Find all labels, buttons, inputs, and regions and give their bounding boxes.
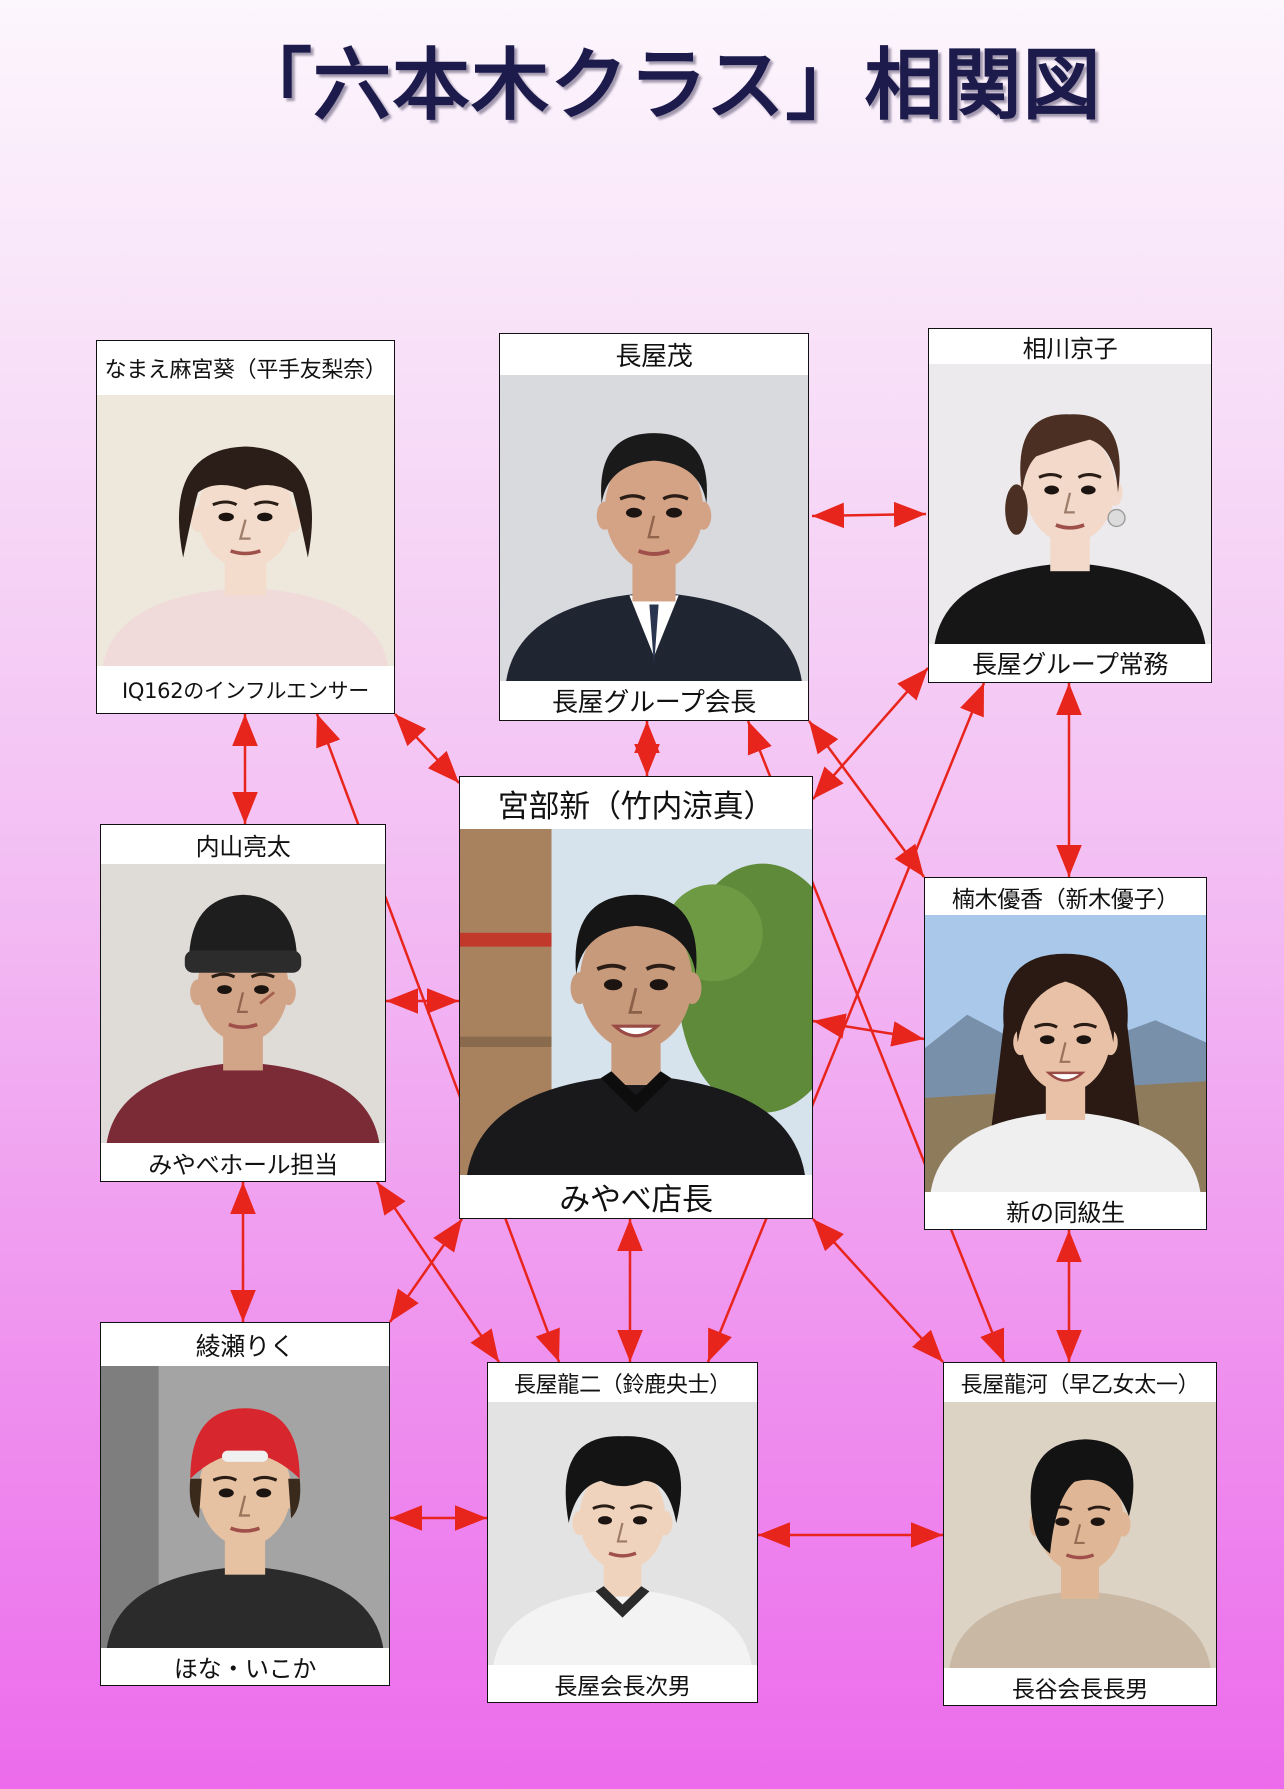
- character-name: 綾瀬りく: [101, 1323, 389, 1366]
- portrait-illustration: [101, 864, 385, 1143]
- diagram-title: 「六本木クラス」相関図: [234, 41, 1102, 131]
- relation-arrow-nagaya-shigeru-kusunoki-yuka: [807, 720, 926, 878]
- relation-arrow-asamiya-aoi-nagaya-ryuji: [315, 713, 561, 1363]
- character-name: 内山亮太: [101, 825, 385, 864]
- portrait-illustration: [101, 1366, 389, 1648]
- character-name: 長屋茂: [500, 334, 808, 375]
- relation-arrow-miyabe-arata-kusunoki-yuka: [812, 1013, 925, 1047]
- character-card-kusunoki-yuka: 楠木優香（新木優子） 新の同級生: [924, 877, 1207, 1230]
- character-role: ほな・いこか: [101, 1648, 389, 1685]
- character-photo: [500, 375, 808, 681]
- character-name: 相川京子: [929, 329, 1211, 364]
- character-name: 宮部新（竹内涼真）: [460, 777, 812, 829]
- character-photo: [101, 864, 385, 1143]
- portrait-illustration: [97, 395, 394, 666]
- character-card-aikawa-kyoko: 相川京子 長屋グループ常務: [928, 328, 1212, 683]
- character-photo: [925, 915, 1206, 1192]
- character-photo: [97, 395, 394, 666]
- relation-arrow-miyabe-arata-aikawa-kyoko: [812, 667, 929, 800]
- character-name: なまえ麻宮葵（平手友梨奈）: [97, 341, 394, 395]
- character-card-uchiyama-ryota: 内山亮太 みやべホール担当: [100, 824, 386, 1182]
- relation-arrow-nagaya-shigeru-aikawa-kyoko: [811, 501, 927, 529]
- character-role: 長屋会長次男: [488, 1665, 757, 1702]
- character-name: 楠木優香（新木優子）: [925, 878, 1206, 915]
- character-card-nagaya-ryuga: 長屋龍河（早乙女太一） 長谷会長長男: [943, 1362, 1217, 1706]
- character-card-asamiya-aoi: なまえ麻宮葵（平手友梨奈） IQ162のインフルエンサー: [96, 340, 395, 714]
- character-role: 長屋グループ常務: [929, 644, 1211, 682]
- character-photo: [488, 1402, 757, 1665]
- relation-arrow-miyabe-arata-ayase-riku: [388, 1218, 464, 1323]
- portrait-illustration: [500, 375, 808, 681]
- relation-arrow-asamiya-aoi-miyabe-arata: [394, 713, 460, 784]
- character-card-nagaya-shigeru: 長屋茂 長屋グループ会長: [499, 333, 809, 721]
- portrait-illustration: [929, 364, 1211, 644]
- character-photo: [101, 1366, 389, 1648]
- character-name: 長屋龍河（早乙女太一）: [944, 1363, 1216, 1402]
- portrait-illustration: [488, 1402, 757, 1665]
- character-card-nagaya-ryuji: 長屋龍二（鈴鹿央士） 長屋会長次男: [487, 1362, 758, 1703]
- character-card-miyabe-arata: 宮部新（竹内涼真） みやべ店長: [459, 776, 813, 1219]
- portrait-illustration: [944, 1402, 1216, 1668]
- character-role: 長屋グループ会長: [500, 681, 808, 720]
- portrait-illustration: [925, 915, 1206, 1192]
- character-photo: [944, 1402, 1216, 1668]
- character-card-ayase-riku: 綾瀬りく ほな・いこか: [100, 1322, 390, 1686]
- character-name: 長屋龍二（鈴鹿央士）: [488, 1363, 757, 1402]
- character-role: 長谷会長長男: [944, 1668, 1216, 1705]
- character-photo: [929, 364, 1211, 644]
- relation-arrow-miyabe-arata-nagaya-ryuga: [812, 1218, 944, 1363]
- character-role: みやべホール担当: [101, 1143, 385, 1181]
- character-photo: [460, 829, 812, 1175]
- character-role: みやべ店長: [460, 1175, 812, 1218]
- character-role: IQ162のインフルエンサー: [97, 666, 394, 713]
- character-role: 新の同級生: [925, 1192, 1206, 1229]
- portrait-illustration: [460, 829, 812, 1175]
